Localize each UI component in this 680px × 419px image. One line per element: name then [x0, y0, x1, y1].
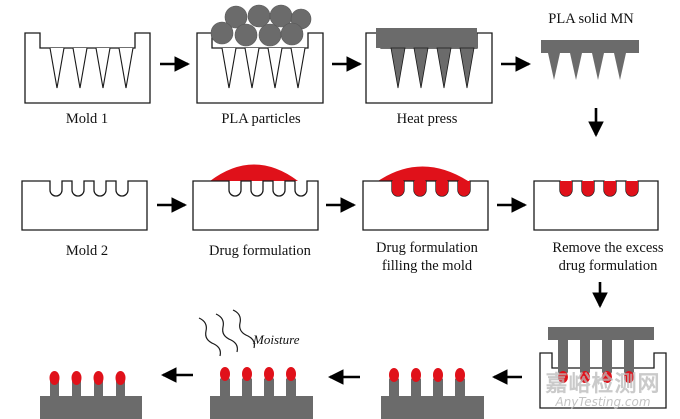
label-drug-filling-line-2: filling the mold [381, 258, 473, 274]
mold-drug-formulation [192, 180, 319, 231]
label-mold-1: Mold 1 [65, 111, 109, 127]
label-drug-filling-line-1: Drug formulation [376, 240, 478, 256]
label-pla-particles: PLA particles [221, 111, 301, 127]
label-pla-solid-mn: PLA solid MN [548, 11, 634, 27]
moisture-mn [210, 376, 313, 419]
watermark-en: AnyTesting.com [555, 395, 651, 409]
watermark-cn: 嘉峪检测网 [545, 372, 661, 397]
mold-1 [24, 32, 151, 104]
pressed-pla-base [376, 28, 477, 48]
label-drug-formulation: Drug formulation [209, 243, 311, 259]
pressing-mn [548, 327, 654, 382]
mold-2 [21, 180, 148, 231]
label-heat-press: Heat press [396, 111, 458, 127]
moisture-waves [198, 309, 255, 357]
drug-droplet-filling [378, 166, 468, 181]
pla-particles [210, 4, 312, 47]
label-mold-2: Mold 2 [65, 243, 109, 259]
drug-filled-cavities [560, 181, 638, 196]
filled-cavities [392, 181, 470, 196]
pla-solid-mn [541, 40, 639, 80]
final-mn [40, 381, 142, 419]
mold-particles [196, 32, 324, 104]
mold-1-cavities [49, 47, 134, 89]
mold-excess-removed [533, 180, 659, 231]
pressing-mn-drug-tips [558, 371, 634, 383]
demolded-mn [381, 376, 484, 419]
moisture-mn-drug-tips [220, 367, 296, 381]
mold-particles-cavities [221, 47, 306, 89]
demolded-mn-drug-tips [389, 368, 465, 382]
drug-droplet [210, 164, 298, 181]
label-remove-line-2: drug formulation [558, 258, 658, 274]
label-moisture: Moisture [253, 332, 300, 347]
final-mn-drug-tips [49, 371, 126, 385]
label-remove-line-1: Remove the excess [552, 240, 664, 256]
pressed-pla-needles [390, 47, 475, 89]
